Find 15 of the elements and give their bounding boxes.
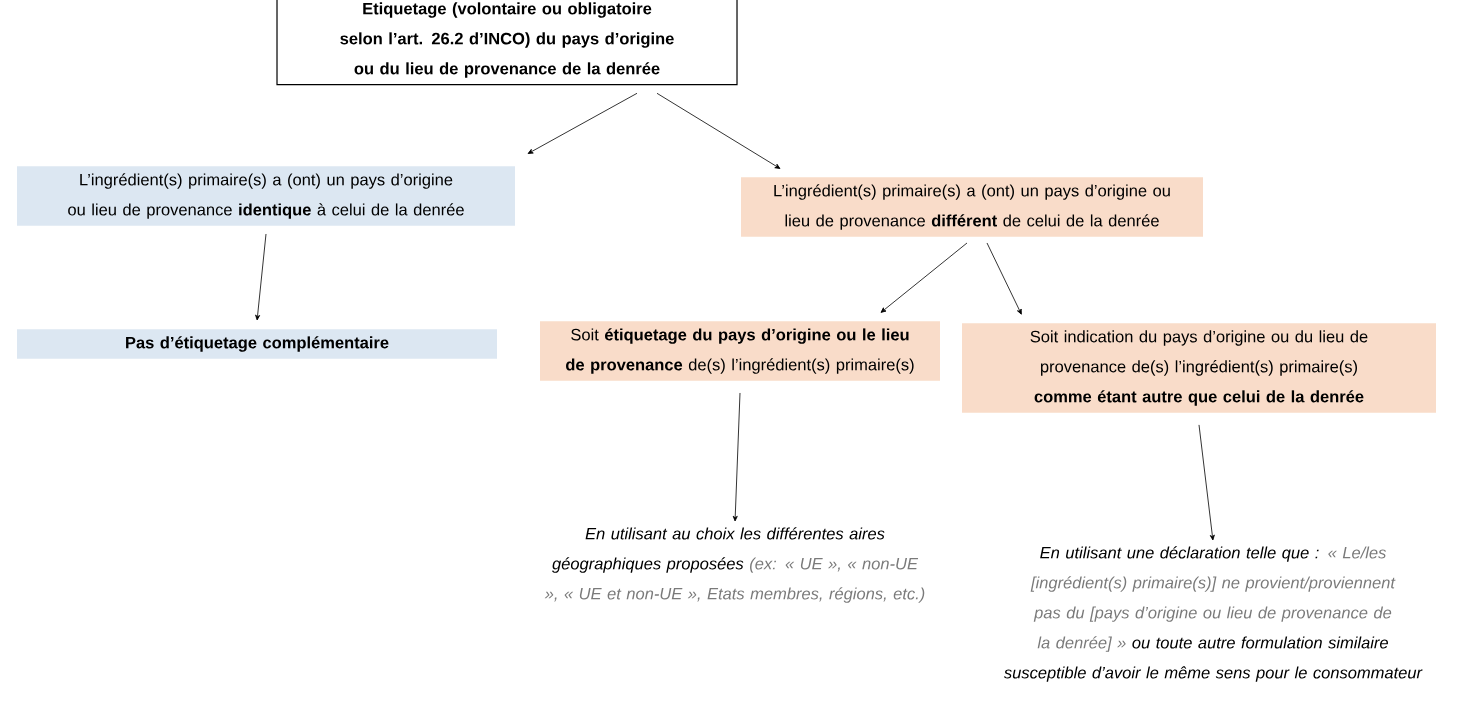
arrow [255, 233, 267, 321]
condition-box: Soit indication du pays d’origine ou du lieu de provenance de(s) l’ingrédient(s) primaire(s) comme étant autre que celui de la denrée [962, 323, 1436, 413]
arrow [527, 92, 638, 154]
condition-box: L’ingrédient(s) primaire(s) a (ont) un pays d’origine ou lieu de provenance différent de celui de la denrée [741, 177, 1203, 237]
title-box: Etiquetage (volontaire ou obligatoire selon l’art. 26.2 d’INCO) du pays d’origine ou du lieu de provenance de la denrée [276, 0, 738, 86]
condition-box: L’ingrédient(s) primaire(s) a (ont) un pays d’origine ou lieu de provenance identique à celui de la denrée [17, 166, 515, 226]
arrow [986, 242, 1022, 315]
arrow [732, 392, 741, 522]
arrow [880, 242, 968, 313]
arrow [1198, 424, 1215, 541]
note-text: En utilisant une déclaration telle que : « Le/les [ingrédient(s) primaire(s)] ne provient/proviennent pas du [pays d’origine ou lieu de provenance de la denrée] » ou toute autre formulation similaire susceptible d’avoir le même sens pour le consommateur [1003, 546, 1423, 682]
note-text: En utilisant au choix les différentes aires géographiques proposées (ex: « UE », « non-UE », « UE et non-UE », Etats membres, régions, etc.) [544, 527, 925, 603]
arrow [656, 92, 781, 169]
result-box: Pas d’étiquetage complémentaire [17, 329, 497, 359]
condition-box: Soit étiquetage du pays d’origine ou le lieu de provenance de(s) l’ingrédient(s) primaire(s) [540, 321, 940, 381]
